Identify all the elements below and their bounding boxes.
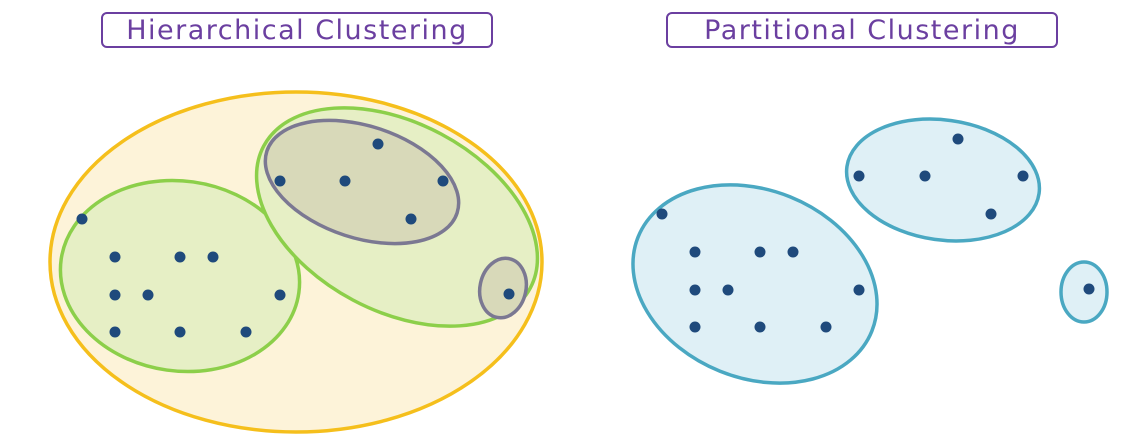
point: [853, 170, 865, 182]
point: [754, 321, 766, 333]
point: [240, 326, 252, 338]
point: [1083, 283, 1095, 295]
small-teal-cluster: [1059, 260, 1109, 324]
point: [174, 326, 186, 338]
point: [339, 175, 351, 187]
point: [109, 251, 121, 263]
point: [853, 284, 865, 296]
point: [174, 251, 186, 263]
point: [503, 288, 515, 300]
hierarchical-points: [76, 138, 515, 338]
point: [689, 284, 701, 296]
point: [109, 326, 121, 338]
point: [372, 138, 384, 150]
point: [787, 246, 799, 258]
point: [985, 208, 997, 220]
point: [919, 170, 931, 182]
point: [689, 321, 701, 333]
point: [274, 289, 286, 301]
upper-teal-cluster: [844, 117, 1042, 243]
point: [722, 284, 734, 296]
hierarchical-panel: [48, 90, 544, 434]
point: [142, 289, 154, 301]
point: [952, 133, 964, 145]
point: [274, 175, 286, 187]
partitional-panel: [631, 117, 1109, 385]
partitional-points: [656, 133, 1095, 333]
point: [109, 289, 121, 301]
point: [76, 213, 88, 225]
point: [437, 175, 449, 187]
large-teal-cluster: [631, 183, 879, 385]
point: [689, 246, 701, 258]
small-gray-cluster: [477, 256, 529, 320]
point: [820, 321, 832, 333]
partitional-clustering-title: Partitional Clustering: [666, 12, 1058, 48]
point: [656, 208, 668, 220]
left-green-cluster: [58, 178, 302, 374]
hierarchical-clustering-title: Hierarchical Clustering: [101, 12, 493, 48]
point: [207, 251, 219, 263]
upper-gray-cluster: [263, 118, 461, 246]
point: [754, 246, 766, 258]
point: [1017, 170, 1029, 182]
point: [405, 213, 417, 225]
